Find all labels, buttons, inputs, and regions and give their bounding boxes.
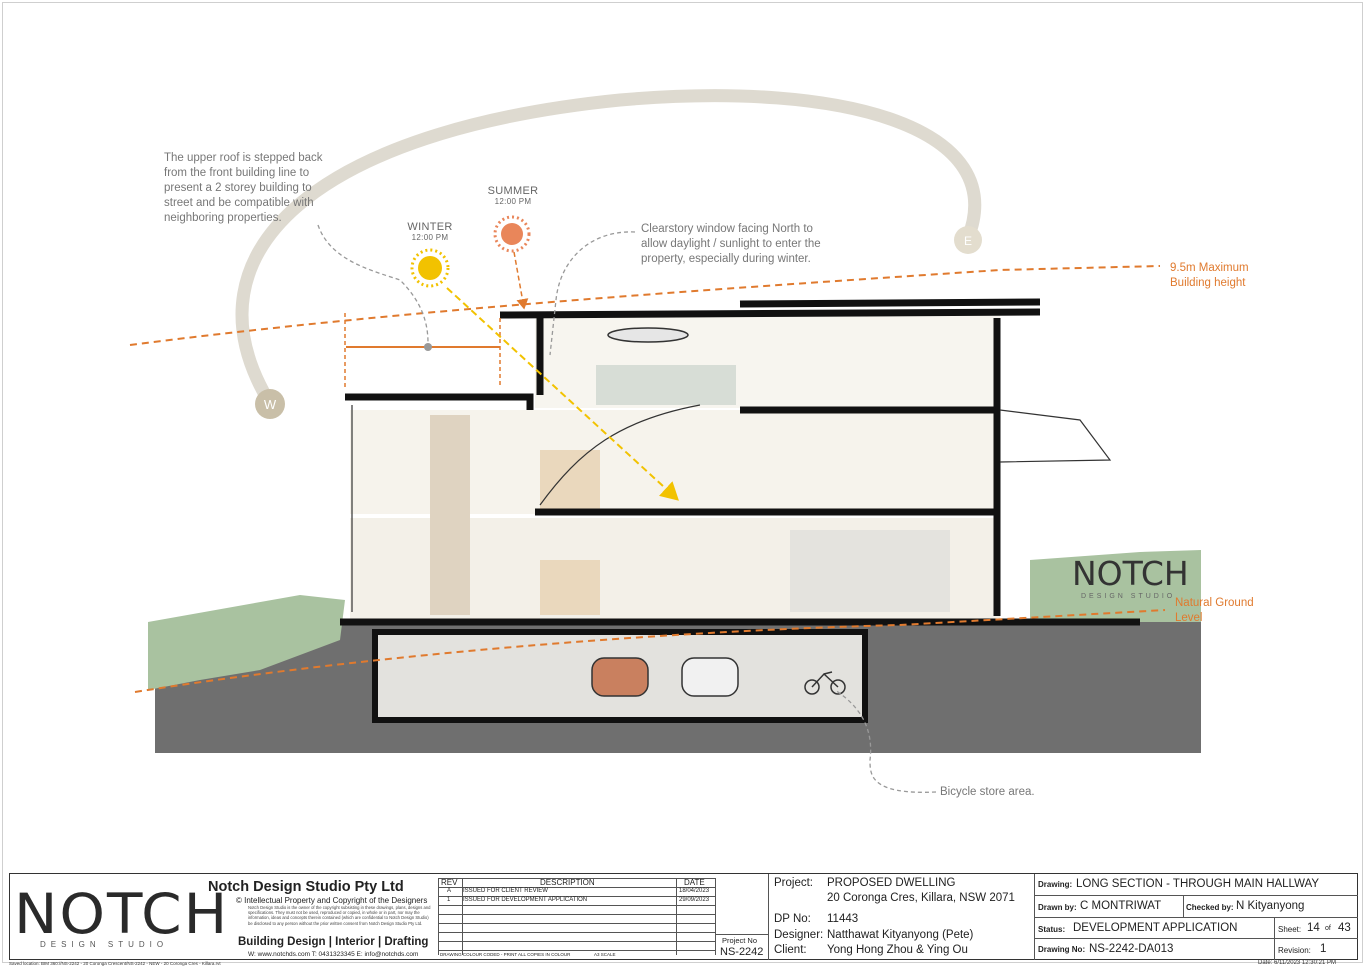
drawn-by: C MONTRIWAT: [1080, 900, 1162, 912]
copyright-line: © Intellectual Property and Copyright of…: [236, 896, 428, 905]
status-label: Status:: [1038, 925, 1066, 934]
bicycle-note: Bicycle store area.: [940, 786, 1035, 798]
ground-label: Natural Ground Level: [1175, 597, 1254, 624]
roof-note-leader: [317, 224, 429, 344]
client-label: Client:: [774, 944, 807, 956]
car-2: [681, 657, 739, 697]
revision-label: Revision:: [1278, 946, 1311, 955]
timber-wall: [430, 415, 470, 615]
upper-roof-slab: [499, 308, 1041, 319]
bicycle-wheel-2: [830, 679, 846, 695]
sheet-of: of: [1325, 925, 1331, 932]
west-marker-icon: [255, 389, 285, 419]
bicycle-leader: [834, 689, 937, 793]
sheet-number: 14: [1307, 922, 1320, 934]
glazing-upper: [596, 365, 736, 405]
watermark-logo: NOTCH: [1072, 554, 1189, 593]
rev-row-2-desc: ISSUED FOR DEVELOPMENT APPLICATION: [463, 897, 588, 903]
drawing-no: NS-2242-DA013: [1089, 943, 1174, 955]
bicycle-frame: [811, 671, 839, 688]
stair-timber: [540, 450, 600, 510]
skylight: [607, 327, 689, 343]
summer-label: SUMMER 12:00 PM: [487, 185, 539, 206]
checked-by: N Kityanyong: [1236, 900, 1305, 912]
copyright-fineprint: Notch Design Studio is the owner of the …: [248, 905, 431, 926]
west-marker: W: [264, 397, 277, 412]
extension-roof: [999, 409, 1112, 463]
height-label: 9.5m Maximum Building height: [1170, 262, 1249, 289]
drawing-label: Drawing:: [1038, 880, 1073, 889]
clerestory-leader: [549, 231, 636, 356]
rev-row-1-date: 18/04/2023: [679, 888, 710, 894]
services-line: Building Design | Interior | Drafting: [238, 936, 429, 948]
project-value: PROPOSED DWELLING: [827, 877, 956, 889]
kitchen-joinery: [790, 530, 950, 612]
roof-note: The upper roof is stepped back from the …: [164, 152, 323, 224]
rev-row-1-rev: A: [447, 888, 452, 894]
sheet-total: 43: [1338, 922, 1351, 934]
sun-path-arc: [235, 89, 981, 407]
title-block: NOTCH DESIGN STUDIO Notch Design Studio …: [9, 873, 1358, 960]
sheet-label: Sheet:: [1278, 925, 1302, 934]
rev-row-2-rev: 1: [447, 897, 451, 903]
car-1: [591, 657, 649, 697]
checked-by-label: Checked by:: [1186, 903, 1234, 912]
notch-logo-sub: DESIGN STUDIO: [40, 940, 169, 949]
dp-value: 11443: [827, 913, 859, 925]
section-drawing: W E NOTCH DESIGN STUDIO: [129, 89, 1201, 793]
east-marker-icon: [954, 226, 982, 254]
saved-location: Saved location: BIM 360://NS-2242 - 20 C…: [9, 961, 221, 966]
company-name: Notch Design Studio Pty Ltd: [208, 879, 404, 895]
colour-note: DRAWING COLOUR CODED - PRINT ALL COPIES …: [440, 952, 571, 957]
address: 20 Coronga Cres, Killara, NSW 2071: [827, 892, 1015, 904]
drawing-no-label: Drawing No:: [1038, 945, 1086, 954]
print-date: Date: 6/11/2023 12:30:21 PM: [1258, 960, 1336, 966]
project-no: NS-2242: [720, 946, 764, 958]
grass-right: [1030, 550, 1201, 622]
east-marker: E: [964, 234, 972, 248]
summer-sun-icon: [493, 215, 531, 253]
rev-row-2-date: 29/09/2023: [679, 897, 710, 903]
rev-row-1-desc: ISSUED FOR CLIENT REVIEW: [463, 888, 548, 894]
project-label: Project:: [774, 877, 813, 889]
notch-logo: NOTCH: [14, 881, 230, 947]
setback-dot: [424, 343, 432, 351]
winter-label: WINTER 12:00 PM: [407, 221, 453, 242]
grass-left: [148, 595, 345, 690]
clerestory-note: Clearstory window facing North to allow …: [641, 223, 821, 265]
winter-ray: [446, 287, 679, 501]
client-value: Yong Hong Zhou & Ying Ou: [827, 944, 968, 956]
natural-ground-line: [134, 609, 1166, 693]
garage-outline: [372, 629, 868, 723]
rev-header: REV: [441, 878, 458, 887]
roof-step: [739, 298, 1041, 308]
designer-value: Natthawat Kityanyong (Pete): [827, 929, 974, 941]
max-height-line: [129, 265, 1161, 346]
bicycle-wheel-1: [804, 679, 820, 695]
winter-sun-icon: [410, 248, 450, 288]
drawn-by-label: Drawn by:: [1038, 903, 1077, 912]
stair-timber-2: [540, 560, 600, 615]
watermark-sub: DESIGN STUDIO: [1081, 593, 1175, 600]
designer-label: Designer:: [774, 929, 824, 941]
status-value: DEVELOPMENT APPLICATION: [1073, 922, 1238, 934]
summer-ray: [513, 251, 529, 310]
description-header: DESCRIPTION: [540, 878, 595, 887]
dp-label: DP No:: [774, 913, 811, 925]
revision-value: 1: [1320, 943, 1327, 955]
scale-note: A3 SCALE: [594, 952, 616, 957]
front-roof: [345, 393, 534, 410]
project-no-label: Project No: [722, 936, 758, 945]
contact-line: W: www.notchds.com T: 0431323345 E: info…: [248, 951, 419, 958]
date-header: DATE: [684, 878, 705, 887]
stair-line: [539, 404, 701, 506]
drawing-title: LONG SECTION - THROUGH MAIN HALLWAY: [1076, 878, 1320, 890]
